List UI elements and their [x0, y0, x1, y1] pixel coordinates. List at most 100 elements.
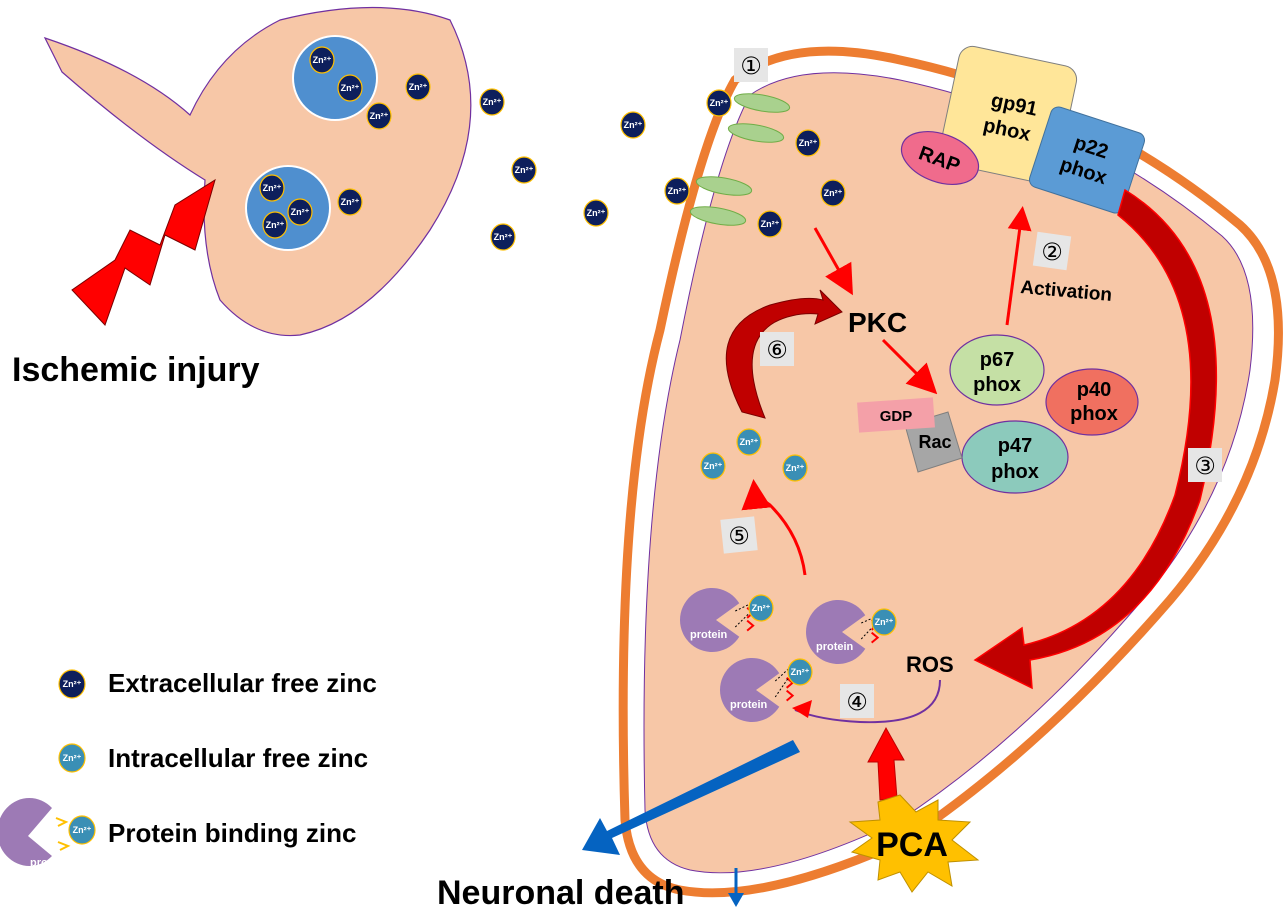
svg-text:Zn²⁺: Zn²⁺: [341, 197, 360, 207]
svg-text:Zn²⁺: Zn²⁺: [740, 437, 759, 447]
svg-text:phox: phox: [1070, 403, 1118, 425]
protein-bound-zinc-ion: Zn²⁺: [871, 608, 897, 636]
extracellular-zinc-ion: Zn²⁺: [757, 210, 783, 238]
protein-zinc-complex: protein: [720, 658, 795, 722]
svg-text:phox: phox: [991, 461, 1039, 483]
pkc-label: PKC: [848, 307, 907, 338]
protein-bound-zinc-ion: Zn²⁺: [787, 658, 813, 686]
svg-text:p40: p40: [1077, 379, 1111, 401]
pca-star-icon: [848, 794, 980, 893]
legend-extracellular-label: Extracellular free zinc: [108, 668, 377, 698]
svg-text:Rac: Rac: [918, 432, 951, 452]
gdp: GDP: [857, 397, 935, 433]
step-3-badge: ③: [1188, 448, 1222, 482]
svg-text:Zn²⁺: Zn²⁺: [63, 753, 82, 763]
svg-text:p47: p47: [998, 435, 1032, 457]
extracellular-zinc-ion: Zn²⁺: [511, 156, 537, 184]
svg-text:protein: protein: [816, 641, 854, 653]
intracellular-zinc-ion: Zn²⁺: [736, 428, 762, 456]
extracellular-zinc-ion: Zn²⁺: [337, 74, 363, 102]
extracellular-zinc-ion: Zn²⁺: [490, 223, 516, 251]
neuronal-death-arrow: [582, 740, 800, 855]
svg-text:Zn²⁺: Zn²⁺: [824, 188, 843, 198]
step-2-badge: ②: [1032, 231, 1072, 271]
p47-phox: p47 phox: [961, 420, 1069, 494]
step-5-arrow: [741, 479, 807, 576]
svg-text:protein: protein: [30, 857, 68, 869]
extracellular-zinc-ion: Zn²⁺: [479, 88, 505, 116]
svg-text:②: ②: [1041, 238, 1063, 266]
svg-text:Zn²⁺: Zn²⁺: [483, 97, 502, 107]
svg-text:Zn²⁺: Zn²⁺: [263, 183, 282, 193]
ros-label: ROS: [906, 652, 954, 677]
protein-zinc-complex: protein: [680, 588, 755, 652]
svg-text:phox: phox: [973, 374, 1021, 396]
extracellular-zinc-ion: Zn²⁺: [287, 198, 313, 226]
svg-text:Zn²⁺: Zn²⁺: [370, 111, 389, 121]
svg-text:Zn²⁺: Zn²⁺: [73, 825, 92, 835]
legend-extracellular-zinc-icon: Zn²⁺: [58, 669, 86, 699]
svg-text:p67: p67: [980, 349, 1014, 371]
svg-text:Zn²⁺: Zn²⁺: [291, 207, 310, 217]
svg-text:⑥: ⑥: [766, 336, 788, 364]
svg-text:Zn²⁺: Zn²⁺: [704, 461, 723, 471]
ischemic-injury-label: Ischemic injury: [12, 351, 260, 389]
extracellular-zinc-ion: Zn²⁺: [337, 188, 363, 216]
extracellular-zinc-ion: Zn²⁺: [820, 179, 846, 207]
svg-text:Zn²⁺: Zn²⁺: [341, 83, 360, 93]
vesicle-top: [292, 35, 378, 121]
legend-protein-binding-label: Protein binding zinc: [108, 818, 356, 848]
down-arrow-icon: [728, 868, 744, 907]
rap: RAP: [900, 131, 980, 185]
legend-protein-binding-zinc-icon: protein Zn²⁺: [0, 798, 96, 869]
svg-text:Zn²⁺: Zn²⁺: [799, 138, 818, 148]
extracellular-zinc-ion: Zn²⁺: [583, 199, 609, 227]
p40-phox: p40 phox: [1045, 368, 1139, 436]
step-3-arrow: [973, 188, 1218, 690]
lightning-bolt-icon: [71, 178, 216, 326]
svg-text:④: ④: [846, 688, 868, 716]
step-1-badge: ①: [734, 48, 768, 82]
svg-text:③: ③: [1194, 452, 1216, 480]
zinc-to-pkc-arrow: [813, 227, 853, 296]
extracellular-zinc-ion: Zn²⁺: [309, 46, 335, 74]
svg-text:Zn²⁺: Zn²⁺: [791, 667, 810, 677]
legend: Zn²⁺ Extracellular free zinc Zn²⁺ Intrac…: [0, 668, 377, 869]
zinc-channel: [695, 176, 753, 196]
svg-text:Zn²⁺: Zn²⁺: [786, 463, 805, 473]
svg-text:Zn²⁺: Zn²⁺: [875, 617, 894, 627]
extracellular-zinc-group: Zn²⁺ Zn²⁺ Zn²⁺ Zn²⁺ Zn²⁺ Zn²⁺ Zn²⁺ Zn²⁺ Zn²⁺ Zn²⁺…: [259, 46, 846, 251]
step-5-badge: ⑤: [720, 516, 758, 554]
extracellular-zinc-ion: Zn²⁺: [366, 102, 392, 130]
pca-inhibition-arrow: [867, 726, 905, 801]
svg-text:protein: protein: [690, 629, 728, 641]
svg-text:Zn²⁺: Zn²⁺: [266, 220, 285, 230]
pkc-to-rac-arrow: [881, 338, 938, 395]
step-6-arrow: [725, 289, 843, 419]
extracellular-zinc-ion: Zn²⁺: [405, 73, 431, 101]
extracellular-zinc-ion: Zn²⁺: [620, 111, 646, 139]
svg-text:Zn²⁺: Zn²⁺: [515, 165, 534, 175]
step-4-badge: ④: [840, 684, 874, 718]
svg-text:Zn²⁺: Zn²⁺: [710, 98, 729, 108]
activation-arrow: [1005, 206, 1032, 326]
legend-intracellular-label: Intracellular free zinc: [108, 743, 368, 773]
extracellular-zinc-ion: Zn²⁺: [664, 177, 690, 205]
step-6-badge: ⑥: [760, 332, 794, 366]
step-4-arrow: [792, 679, 941, 724]
svg-text:protein: protein: [730, 699, 768, 711]
svg-text:Zn²⁺: Zn²⁺: [752, 603, 771, 613]
zinc-channel: [727, 123, 785, 143]
extracellular-zinc-ion: Zn²⁺: [706, 89, 732, 117]
zinc-channel: [733, 93, 791, 113]
extracellular-zinc-ion: Zn²⁺: [262, 211, 288, 239]
svg-text:Zn²⁺: Zn²⁺: [494, 232, 513, 242]
pca-label: PCA: [876, 826, 948, 864]
zinc-channel: [689, 206, 747, 226]
svg-text:Zn²⁺: Zn²⁺: [409, 82, 428, 92]
svg-text:Zn²⁺: Zn²⁺: [587, 208, 606, 218]
legend-intracellular-zinc-icon: Zn²⁺: [58, 743, 86, 773]
neuronal-death-label: Neuronal death: [437, 874, 684, 909]
